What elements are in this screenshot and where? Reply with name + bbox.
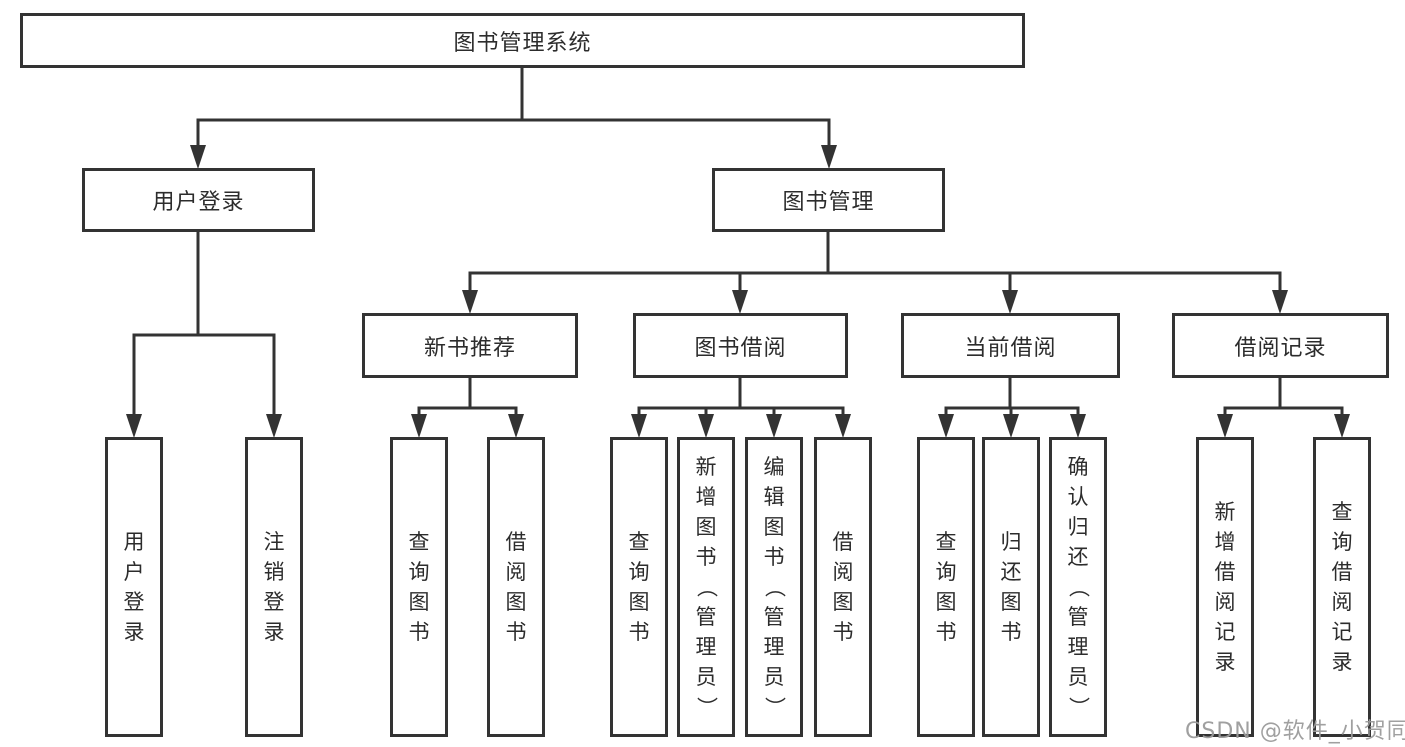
connector-new-book-recommend-to-leaves	[411, 376, 524, 438]
csdn-watermark: CSDN @软件_小贺同学	[1185, 719, 1405, 744]
connector-book-borrowing-to-leaves	[631, 376, 851, 438]
leaf-recommend-borrow-books: 借阅图书	[487, 437, 545, 737]
node-book-management: 图书管理	[712, 168, 945, 232]
leaf-borrowing-edit-books-admin: 编辑图书（管理员）	[745, 437, 803, 737]
node-root-library-system: 图书管理系统	[20, 13, 1025, 68]
leaf-borrowing-add-books-admin: 新增图书（管理员）	[677, 437, 735, 737]
leaf-records-query-record: 查询借阅记录	[1313, 437, 1371, 737]
leaf-recommend-query-books: 查询图书	[390, 437, 448, 737]
node-user-login: 用户登录	[82, 168, 315, 232]
leaf-logout-login: 注销登录	[245, 437, 303, 737]
leaf-current-return-books: 归还图书	[982, 437, 1040, 737]
node-borrowing-records: 借阅记录	[1172, 313, 1389, 378]
leaf-current-confirm-return-admin: 确认归还（管理员）	[1049, 437, 1107, 737]
leaf-current-query-books: 查询图书	[917, 437, 975, 737]
leaf-user-login: 用户登录	[105, 437, 163, 737]
connector-root-to-level2	[190, 66, 837, 169]
node-book-borrowing: 图书借阅	[633, 313, 848, 378]
leaf-borrowing-query-books: 查询图书	[610, 437, 668, 737]
leaf-records-add-record: 新增借阅记录	[1196, 437, 1254, 737]
connector-book-management-to-level3	[462, 230, 1288, 314]
node-new-book-recommend: 新书推荐	[362, 313, 578, 378]
leaf-borrowing-borrow-books: 借阅图书	[814, 437, 872, 737]
node-current-borrowing: 当前借阅	[901, 313, 1120, 378]
connector-current-borrowing-to-leaves	[938, 376, 1086, 438]
connector-user-login-to-leaves	[126, 230, 282, 438]
connector-borrowing-records-to-leaves	[1217, 376, 1350, 438]
